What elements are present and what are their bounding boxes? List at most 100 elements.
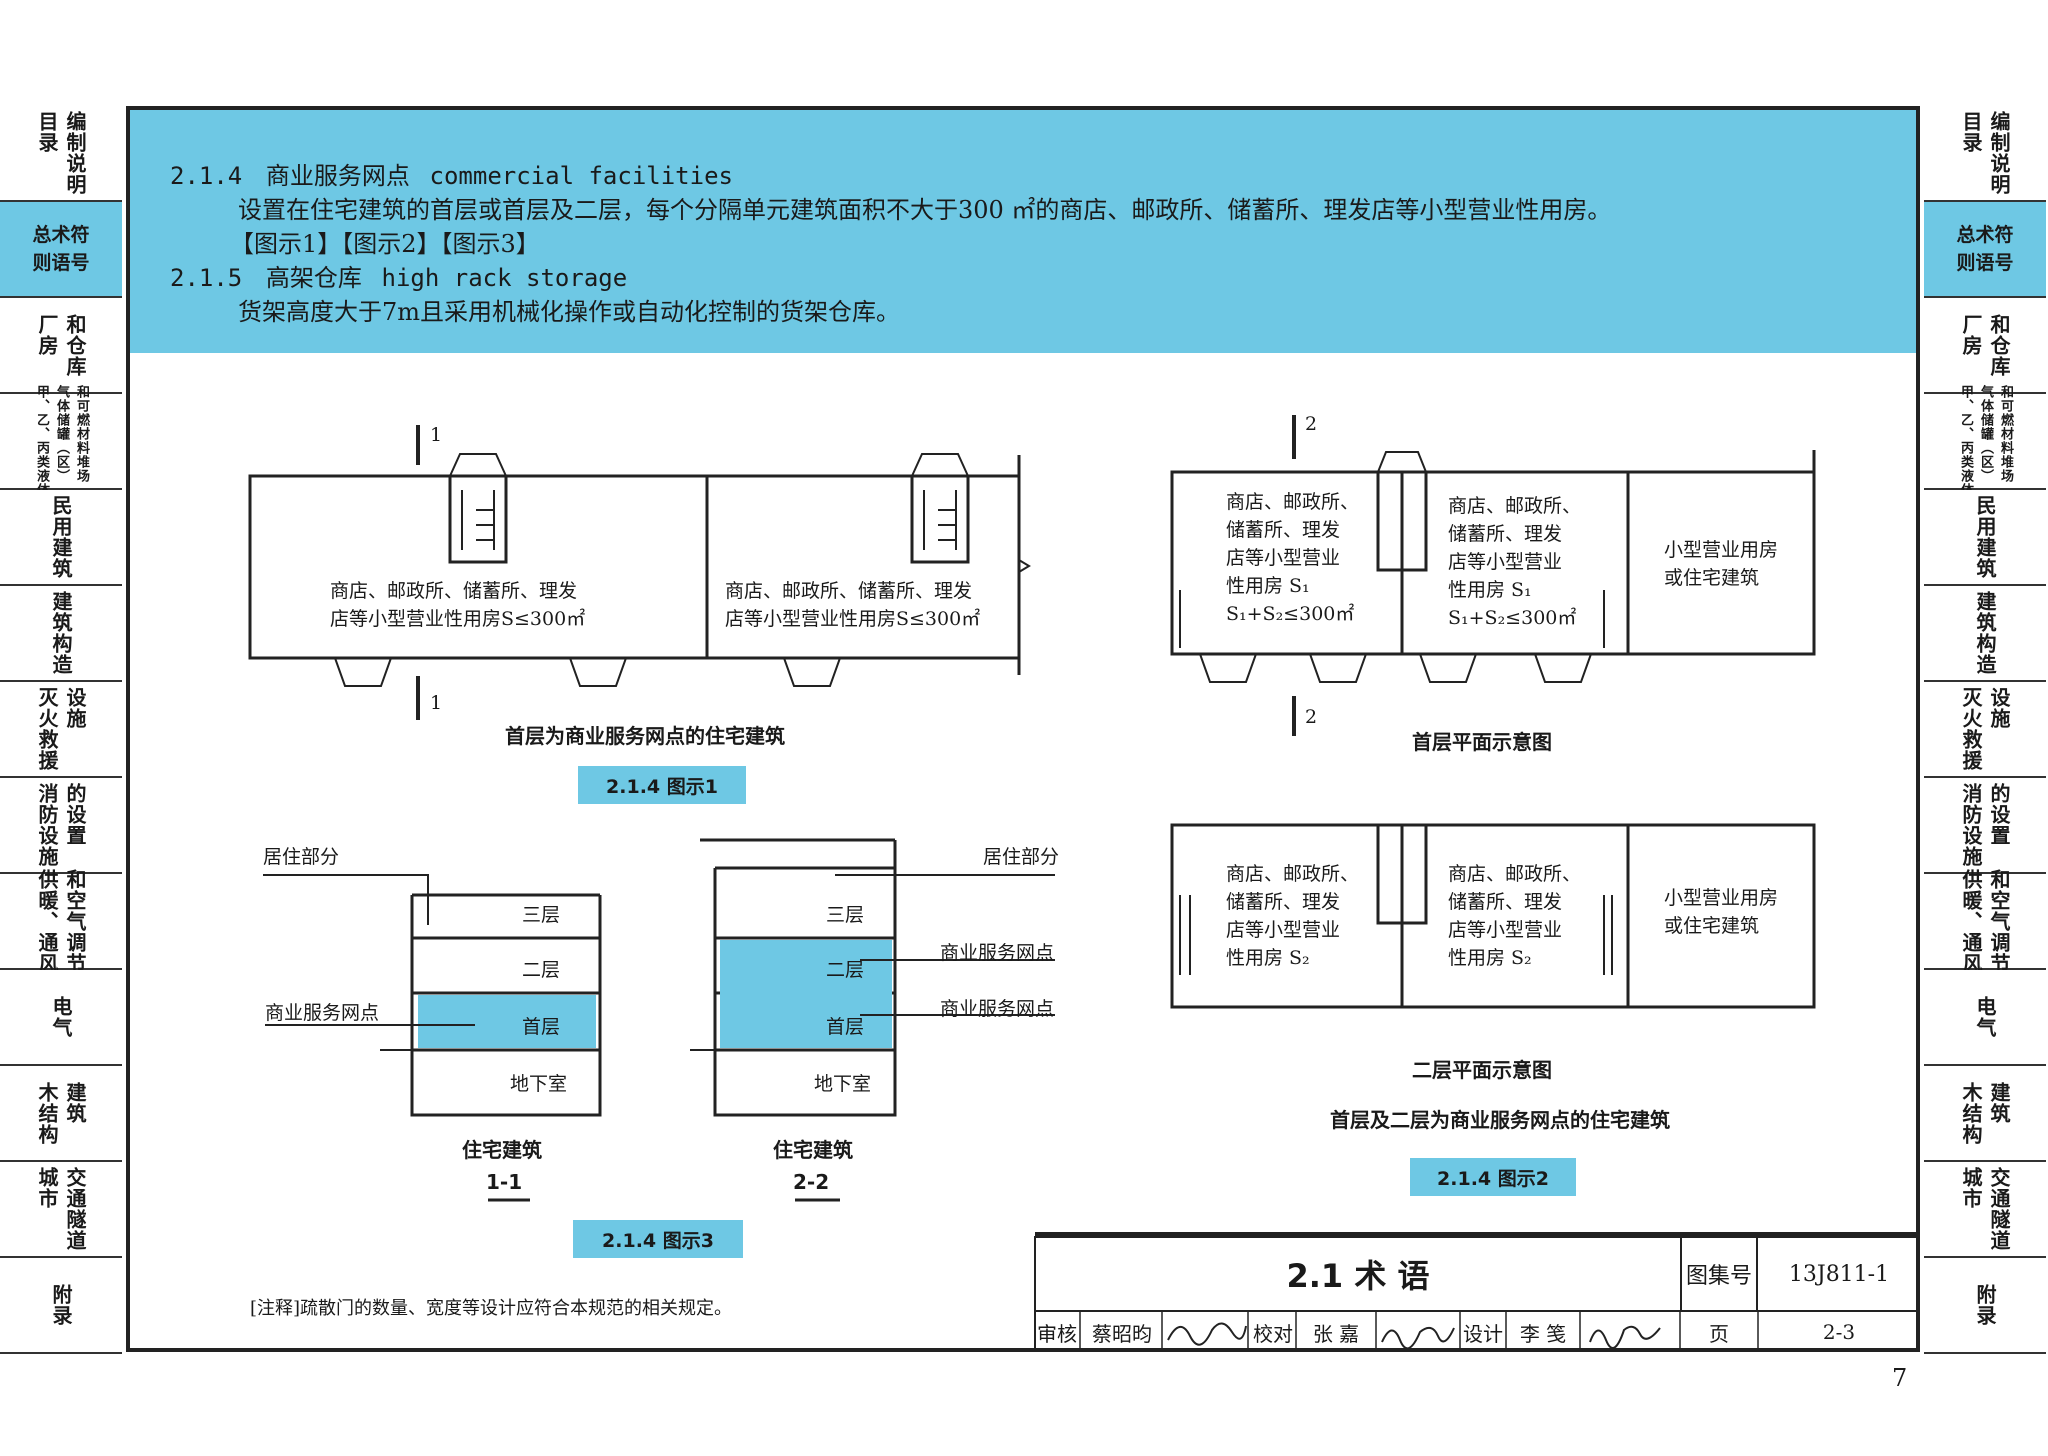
chapter-tab-0[interactable]: 编制说明目录 xyxy=(1924,106,2046,202)
term-chinese: 商业服务网点 xyxy=(265,162,410,190)
tab-label-column: 消防设施 xyxy=(1959,783,1983,867)
designer-name: 李 笺 xyxy=(1519,1321,1567,1346)
chapter-tab-2[interactable]: 和仓库厂房 xyxy=(1924,298,2046,394)
tab-label-column: 厂房 xyxy=(35,313,59,356)
title: 2.1 术 语 xyxy=(1286,1257,1430,1295)
floor-label: 地下室 xyxy=(510,1073,568,1095)
review-label: 审核 xyxy=(1037,1321,1077,1346)
tab-label-column: 和仓库 xyxy=(1987,313,2011,377)
tab-label-column: 的设置 xyxy=(1987,783,2011,846)
atlas-label: 图集号 xyxy=(1685,1264,1752,1289)
chapter-tab-7[interactable]: 的设置消防设施 xyxy=(0,778,122,874)
residential-part-label: 居住部分 xyxy=(983,846,1060,868)
tab-heading-line: 则语号 xyxy=(32,252,90,274)
chapter-tab-8[interactable]: 和空气调节供暖、通风 xyxy=(1924,869,2046,974)
figure-references: 【图示1】【图示2】【图示3】 xyxy=(230,230,540,258)
chapter-tab-12[interactable]: 附录 xyxy=(0,1258,122,1354)
fig3-commercial-levels-2 xyxy=(720,940,892,1048)
chapter-tab-4[interactable]: 民用建筑 xyxy=(0,490,122,586)
section1-label: 1-1 xyxy=(486,1170,523,1194)
tab-label-column: 消防设施 xyxy=(35,783,59,867)
tab-label-column: 交通隧道 xyxy=(63,1167,87,1251)
commercial-point-label: 商业服务网点 xyxy=(265,1002,380,1024)
other-use-ground: 小型营业用房或住宅建筑 xyxy=(1664,539,1779,589)
room-label: 店等小型营业性用房S≤300㎡ xyxy=(725,608,981,630)
chapter-tab-2[interactable]: 和仓库厂房 xyxy=(0,298,122,394)
tab-label-column: 建筑构造 xyxy=(1973,591,1997,675)
residential-part-label: 居住部分 xyxy=(263,846,340,868)
tab-label-column: 和空气调节 xyxy=(1987,868,2011,974)
chapter-tab-1[interactable]: 总术符则语号 xyxy=(0,202,122,298)
chapter-tab-12[interactable]: 附录 xyxy=(1924,1258,2046,1354)
floor-label: 二层 xyxy=(522,959,561,981)
chapter-tab-11[interactable]: 交通隧道城市 xyxy=(0,1162,122,1258)
tab-label-column: 和可燃材料堆场 xyxy=(74,385,89,483)
chapter-tab-4[interactable]: 民用建筑 xyxy=(1924,490,2046,586)
figure3-section-1 xyxy=(380,893,602,1117)
chapter-tab-11[interactable]: 交通隧道城市 xyxy=(1924,1162,2046,1258)
floor-label: 三层 xyxy=(826,904,865,926)
chapter-tab-10[interactable]: 建筑木结构 xyxy=(1924,1066,2046,1162)
chapter-tab-1[interactable]: 总术符则语号 xyxy=(1924,202,2046,298)
tab-label-column: 的设置 xyxy=(63,783,87,846)
term-number: 2.1.4 xyxy=(170,162,243,190)
tab-heading-line: 总术符 xyxy=(32,224,90,246)
tab-label-column: 甲、乙、丙类液体 xyxy=(34,385,49,497)
chapter-tab-9[interactable]: 电气 xyxy=(0,970,122,1066)
term-definition: 货架高度大于7m且采用机械化操作或自动化控制的货架仓库。 xyxy=(238,298,901,326)
floor-label: 三层 xyxy=(522,904,561,926)
tab-label-column: 交通隧道 xyxy=(1987,1167,2011,1251)
chapter-tab-9[interactable]: 电气 xyxy=(1924,970,2046,1066)
figure2-badge: 2.1.4 图示2 xyxy=(1410,1158,1576,1196)
chapter-tab-6[interactable]: 设施灭火救援 xyxy=(1924,682,2046,778)
section-mark: 1 xyxy=(430,692,443,714)
page-number: 7 xyxy=(1892,1364,1908,1392)
chapter-tab-5[interactable]: 建筑构造 xyxy=(0,586,122,682)
definition-banner: 2.1.4 商业服务网点 commercial facilities 设置在住宅… xyxy=(130,110,1916,353)
tab-label-column: 设施 xyxy=(1987,687,2011,729)
section1-building: 住宅建筑 xyxy=(462,1138,542,1162)
page-code: 2-3 xyxy=(1822,1320,1856,1344)
chapter-tab-3[interactable]: 和可燃材料堆场气体储罐（区）甲、乙、丙类液体 xyxy=(1924,385,2046,497)
tab-label-column: 甲、乙、丙类液体 xyxy=(1958,385,1973,497)
drawing-frame xyxy=(126,106,1920,1352)
chapter-tab-8[interactable]: 和空气调节供暖、通风 xyxy=(0,869,122,974)
tab-label-column: 灭火救援 xyxy=(35,687,59,771)
tab-label-column: 城市 xyxy=(35,1167,59,1209)
tab-label-column: 和仓库 xyxy=(63,313,87,377)
tab-label-column: 目录 xyxy=(35,111,59,153)
fig3-commercial-ground-1 xyxy=(418,995,596,1048)
figure2-caption: 首层及二层为商业服务网点的住宅建筑 xyxy=(1330,1108,1670,1132)
design-label: 设计 xyxy=(1463,1321,1503,1346)
chapter-tab-6[interactable]: 设施灭火救援 xyxy=(0,682,122,778)
tab-label-column: 供暖、通风 xyxy=(35,868,59,974)
tab-label-column: 建筑 xyxy=(1987,1081,2011,1124)
second-plan-caption: 二层平面示意图 xyxy=(1412,1058,1552,1082)
tab-label-column: 附录 xyxy=(49,1284,73,1326)
tab-label-column: 供暖、通风 xyxy=(1959,868,1983,974)
tab-label-column: 厂房 xyxy=(1959,313,1983,356)
tab-label-column: 目录 xyxy=(1959,111,1983,153)
tab-label-column: 木结构 xyxy=(1959,1081,1983,1145)
room-label: 商店、邮政所、储蓄所、理发 xyxy=(330,580,578,602)
tab-label-column: 设施 xyxy=(63,687,87,729)
note: [注释]疏散门的数量、宽度等设计应符合本规范的相关规定。 xyxy=(250,1298,733,1319)
chapter-tab-3[interactable]: 和可燃材料堆场气体储罐（区）甲、乙、丙类液体 xyxy=(0,385,122,497)
tab-label-column: 电气 xyxy=(49,996,73,1038)
room-label: 商店、邮政所、储蓄所、理发 xyxy=(725,580,973,602)
ground-plan-caption: 首层平面示意图 xyxy=(1412,730,1552,754)
term-chinese: 高架仓库 xyxy=(265,264,362,292)
reviewer-name: 蔡昭昀 xyxy=(1092,1321,1152,1346)
chapter-tab-10[interactable]: 建筑木结构 xyxy=(0,1066,122,1162)
page-label: 页 xyxy=(1709,1321,1729,1346)
chapter-tab-5[interactable]: 建筑构造 xyxy=(1924,586,2046,682)
tab-label-column: 民用建筑 xyxy=(1973,495,1997,579)
chapter-tab-0[interactable]: 编制说明目录 xyxy=(0,106,122,202)
term-number: 2.1.5 xyxy=(170,264,243,292)
term-definition: 设置在住宅建筑的首层或首层及二层，每个分隔单元建筑面积不大于300 ㎡的商店、邮… xyxy=(238,196,1612,224)
tab-label-column: 编制说明 xyxy=(1987,111,2011,195)
chapter-tab-7[interactable]: 的设置消防设施 xyxy=(1924,778,2046,874)
